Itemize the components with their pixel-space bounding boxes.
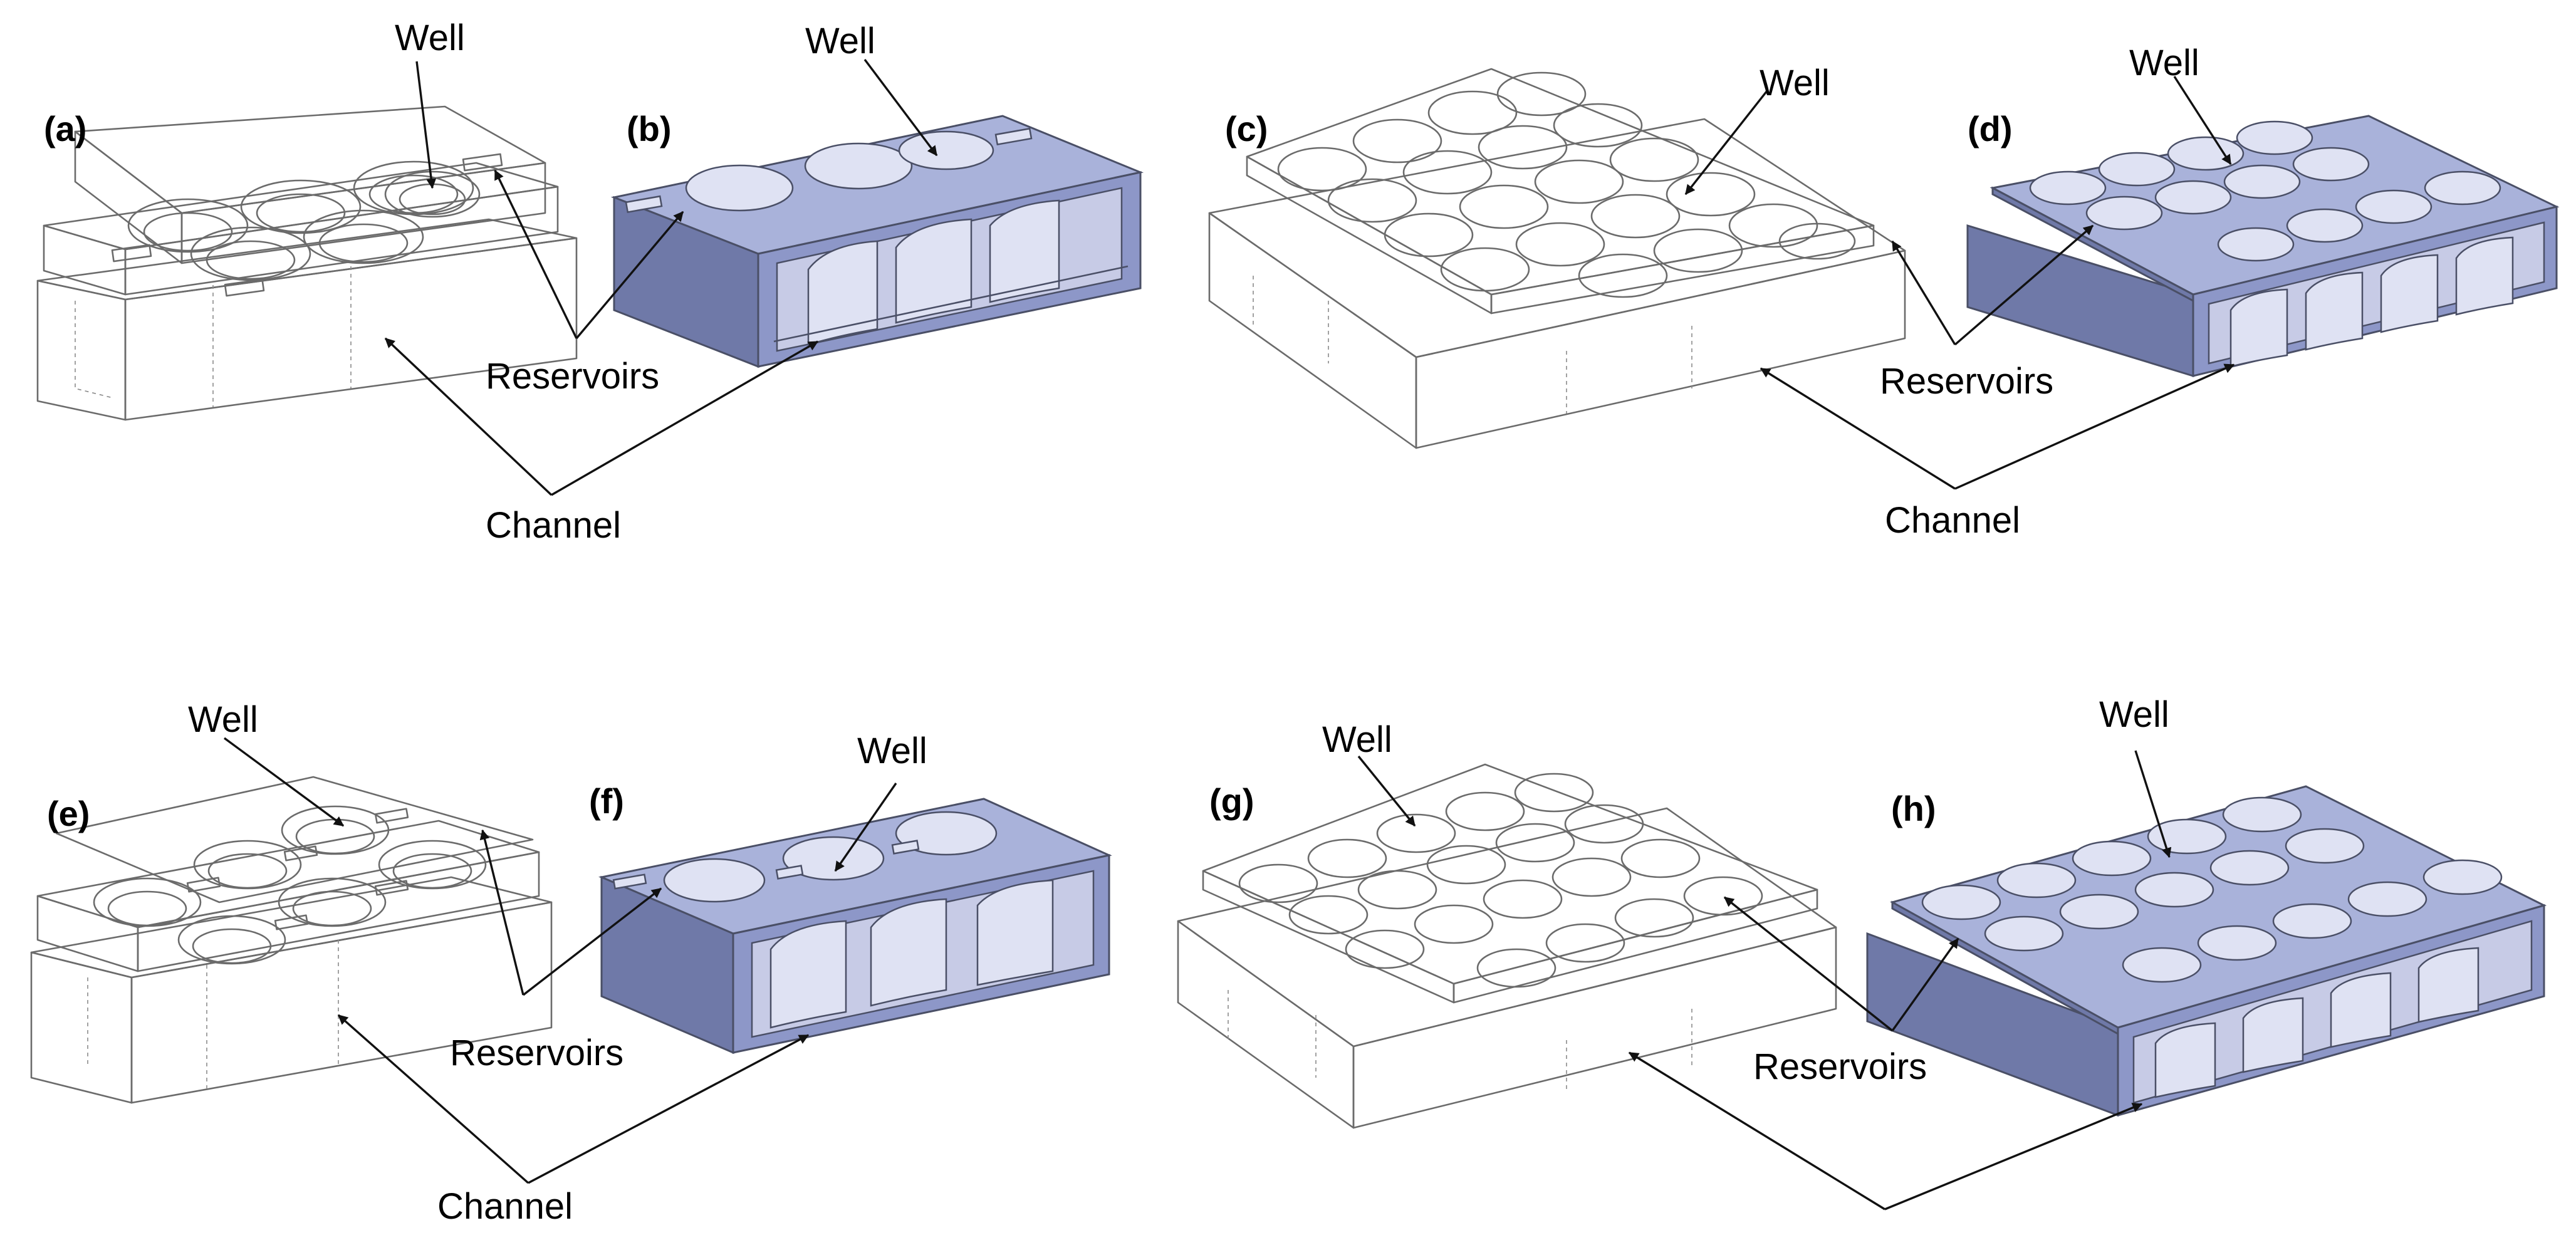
- callout-reservoirs-ab: Reservoirs: [486, 356, 659, 397]
- callout-well-c: Well: [1760, 63, 1830, 103]
- callout-channel-ef: Channel: [437, 1186, 573, 1227]
- panel-label-f: (f): [589, 781, 624, 821]
- panel-f-section-illustration: [598, 798, 1112, 1055]
- panel-label-d: (d): [1968, 109, 2013, 148]
- callout-channel-ab: Channel: [486, 505, 621, 546]
- panel-d-section-illustration: [1966, 115, 2560, 378]
- panel-h-section-illustration: [1866, 785, 2547, 1117]
- callout-well-h: Well: [2099, 694, 2169, 735]
- panel-label-b: (b): [627, 109, 672, 148]
- panel-c-plate-illustration: [1208, 68, 1906, 449]
- callout-reservoirs-ef: Reservoirs: [450, 1033, 623, 1073]
- panel-a-plate-illustration: [36, 105, 578, 421]
- panel-label-g: (g): [1209, 781, 1254, 821]
- panel-label-a: (a): [44, 109, 86, 148]
- panel-e-plate-illustration: [30, 776, 553, 1104]
- leader-lines: [223, 58, 2235, 1211]
- callout-reservoirs-cd: Reservoirs: [1880, 361, 2053, 402]
- callout-well-e: Well: [188, 699, 258, 740]
- callout-well-a: Well: [395, 18, 465, 58]
- callout-well-b: Well: [805, 21, 875, 61]
- panel-label-c: (c): [1225, 109, 1268, 148]
- callout-well-d: Well: [2129, 43, 2199, 83]
- panel-b-section-illustration: [610, 115, 1144, 368]
- panel-label-h: (h): [1891, 789, 1936, 828]
- callout-reservoirs-gh: Reservoirs: [1753, 1046, 1927, 1087]
- callout-well-g: Well: [1322, 719, 1392, 760]
- callout-well-f: Well: [857, 731, 927, 771]
- panel-g-plate-illustration: [1177, 763, 1837, 1129]
- callout-channel-cd: Channel: [1885, 500, 2020, 541]
- panel-label-e: (e): [47, 794, 90, 833]
